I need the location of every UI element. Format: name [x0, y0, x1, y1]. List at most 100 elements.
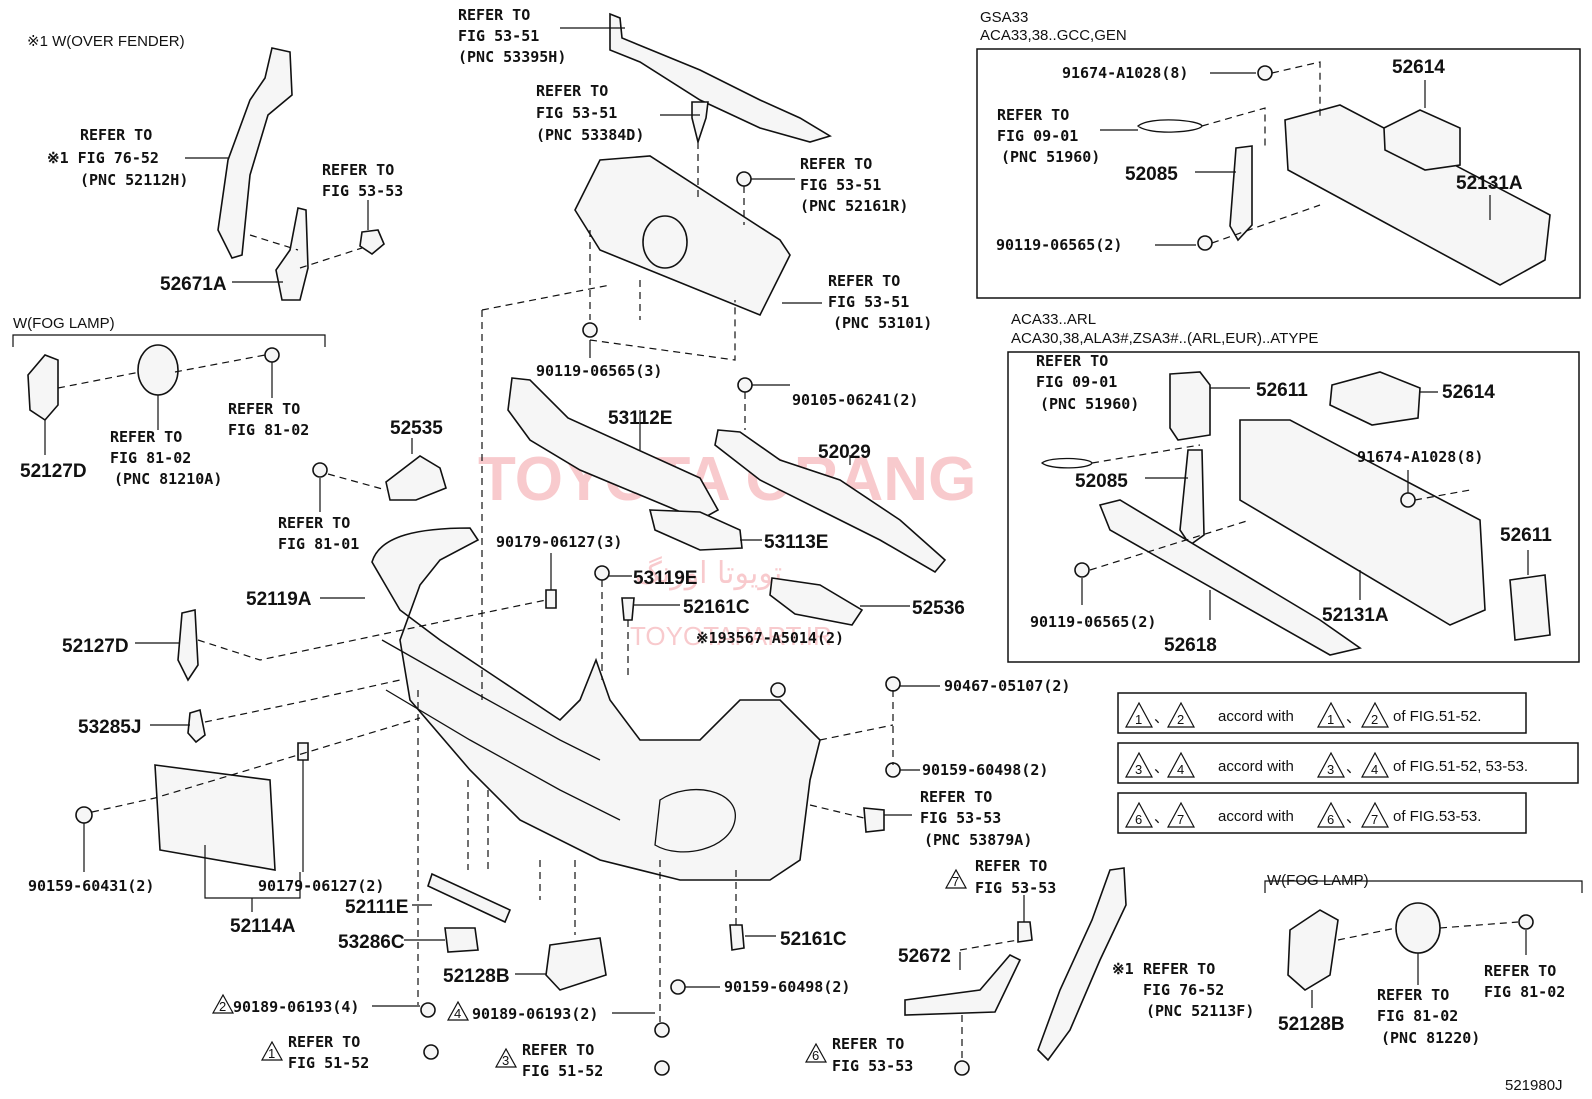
- dash-91674-a: [1271, 61, 1321, 120]
- spacer-52611-b-drawing: [1509, 574, 1551, 641]
- screw-90159-60431-drawing: [75, 806, 93, 824]
- dash-fog-left-2: [174, 354, 266, 373]
- screw-81-02-drawing: [264, 347, 280, 363]
- triangle-marker-2: 2: [211, 993, 235, 1014]
- svg-text:accord with: accord with: [1218, 808, 1294, 825]
- label-52131a-a: 52131A: [1456, 173, 1523, 194]
- ref-81210a: REFER TO FIG 81-02 (PNC 81210A): [110, 428, 222, 488]
- label-52131a-b: 52131A: [1322, 605, 1389, 626]
- svg-text:、: 、: [1346, 759, 1361, 776]
- extension-52085-b-drawing: [1179, 449, 1205, 547]
- ref-52161r: REFER TO FIG 53-51 (PNC 52161R): [800, 155, 908, 215]
- svg-text:6: 6: [1135, 812, 1142, 827]
- label-53286c: 53286C: [338, 932, 405, 953]
- dash-52672: [959, 939, 1019, 951]
- fog-bezel-52128b-b-drawing: [1287, 909, 1339, 991]
- label-52161c-b: 52161C: [780, 929, 847, 950]
- label-53285j: 53285J: [78, 717, 141, 738]
- dash-grille-left: [481, 284, 611, 700]
- dash-53879a: [809, 804, 865, 819]
- label-52119a: 52119A: [246, 589, 312, 610]
- label-52085-b: 52085: [1075, 471, 1128, 492]
- ref-53-53-c: REFER TO FIG 53-53: [832, 1035, 913, 1075]
- svg-text:of FIG.53-53.: of FIG.53-53.: [1393, 808, 1481, 825]
- svg-text:3: 3: [1327, 762, 1334, 777]
- accord-row-3: 6 、 7 accord with 6 、 7 of FIG.53-53.: [1117, 792, 1527, 834]
- svg-text:6: 6: [1327, 812, 1334, 827]
- star-marker-52113f: ※1: [1112, 960, 1134, 978]
- clip-52161r-drawing: [736, 171, 752, 187]
- figure-code: 521980J: [1505, 1077, 1563, 1094]
- ref-52113f: REFER TO FIG 76-52 (PNC 52113F): [1143, 960, 1254, 1020]
- ref-51960-b: REFER TO FIG 09-01 (PNC 51960): [1036, 352, 1139, 413]
- watermark-site: TOYOTAPART.IR: [630, 621, 832, 651]
- label-52671a: 52671A: [160, 274, 227, 295]
- label-52611-b: 52611: [1500, 525, 1552, 546]
- absorber-52618-drawing: [1098, 499, 1362, 656]
- dash-51960-b: [1091, 444, 1201, 464]
- dash-grille-bolts: [589, 230, 736, 361]
- fog-cover-52127d-drawing: [27, 354, 59, 422]
- dash-52127d-b: [197, 599, 547, 661]
- label-90179-06127-b: 90179-06127(3): [496, 533, 622, 551]
- clip-90189-2-drawing: [654, 1022, 670, 1038]
- strip-52111e-drawing: [427, 872, 512, 924]
- toyota-emblem-drawing: [642, 215, 688, 269]
- fog-lamp-right-title: W(FOG LAMP): [1267, 872, 1369, 889]
- screw-81-02-b-drawing: [1518, 914, 1534, 930]
- over-fender-note: ※1 W(OVER FENDER): [27, 33, 185, 50]
- gsa33-box: [976, 48, 1581, 299]
- ref-53-53-a: REFER TO FIG 53-53: [322, 161, 403, 200]
- label-52614-a: 52614: [1392, 57, 1445, 78]
- bracket-52127d-b-drawing: [177, 609, 199, 682]
- bolt-90119-3-drawing: [582, 322, 598, 338]
- label-193567: ※193567-A5014(2): [696, 629, 844, 647]
- ref-81-01: REFER TO FIG 81-01: [278, 514, 359, 553]
- label-91674-a: 91674-A1028(8): [1062, 64, 1188, 82]
- ref-51960-a: REFER TO FIG 09-01 (PNC 51960): [997, 106, 1100, 166]
- clip-52161c-a-drawing: [621, 597, 635, 621]
- bolt-51960-b-drawing: [1041, 457, 1093, 469]
- bumper-reinforcement-b-drawing: [1239, 419, 1486, 626]
- bolt-81-01-drawing: [312, 462, 328, 478]
- svg-text:4: 4: [454, 1006, 461, 1021]
- fog-lamp-right-bracket: [1264, 880, 1583, 893]
- fog-opening-drawing: [654, 788, 736, 853]
- grille-53113e-drawing: [648, 509, 743, 551]
- ref-81-02-b: REFER TO FIG 81-02: [1484, 962, 1565, 1001]
- dash-license: [91, 717, 421, 813]
- label-52111e: 52111E: [345, 897, 408, 918]
- triangle-marker-6: 6: [804, 1042, 828, 1063]
- aca33-title: ACA33..ARL: [1011, 311, 1096, 328]
- bolt-51960-a-drawing: [1136, 119, 1203, 133]
- ref-53879a: REFER TO FIG 53-53 (PNC 53879A): [920, 788, 1032, 849]
- absorber-52614-b-drawing: [1329, 371, 1421, 426]
- over-fender-left-drawing: [217, 47, 293, 259]
- svg-text:accord with: accord with: [1218, 708, 1294, 725]
- svg-text:2: 2: [1177, 712, 1184, 727]
- svg-text:3: 3: [1135, 762, 1142, 777]
- ref-53101: REFER TO FIG 53-51 (PNC 53101): [828, 272, 932, 332]
- label-52161c-a: 52161C: [683, 597, 750, 618]
- clip-90189-4-drawing: [420, 1002, 436, 1018]
- label-52611-a: 52611: [1256, 380, 1308, 401]
- dash-fog-left-1: [57, 371, 141, 389]
- aca33-subtitle: ACA30,38,ALA3#,ZSA3#..(ARL,EUR)..ATYPE: [1011, 330, 1318, 347]
- reinforcement-52029-drawing: [714, 429, 947, 574]
- ref-51-52-b: REFER TO FIG 51-52: [522, 1041, 603, 1080]
- nut-90467-drawing: [885, 676, 901, 692]
- svg-text:7: 7: [1177, 812, 1184, 827]
- cap-53285j-drawing: [187, 708, 206, 744]
- dash-90119-2b: [1089, 519, 1251, 571]
- fog-lamp-left-title: W(FOG LAMP): [13, 315, 115, 332]
- over-fender-right-drawing: [1037, 867, 1127, 1062]
- grille-53112e-drawing: [507, 377, 720, 521]
- grille-52536-drawing: [769, 577, 864, 626]
- license-bracket-drawing: [154, 764, 276, 871]
- label-52618: 52618: [1164, 635, 1217, 656]
- clip-53-53-drawing: [359, 229, 385, 255]
- gsa33-title: GSA33: [980, 9, 1028, 26]
- dash-53285j: [204, 679, 401, 723]
- label-90119-06565-2b: 90119-06565(2): [1030, 613, 1156, 631]
